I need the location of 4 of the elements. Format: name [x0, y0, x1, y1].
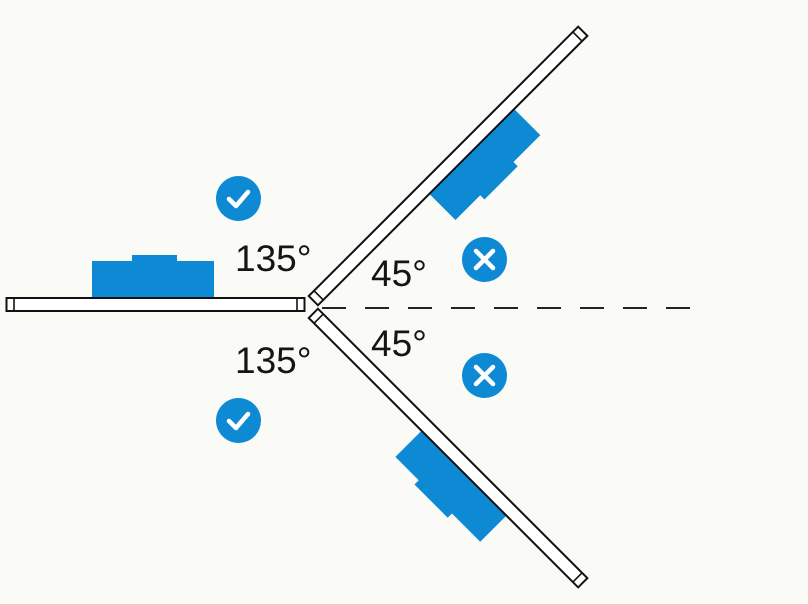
- angle-label: 135°: [235, 240, 312, 277]
- angle-label: 45°: [371, 255, 427, 292]
- angle-label: 45°: [371, 325, 427, 362]
- angle-label: 135°: [235, 342, 312, 379]
